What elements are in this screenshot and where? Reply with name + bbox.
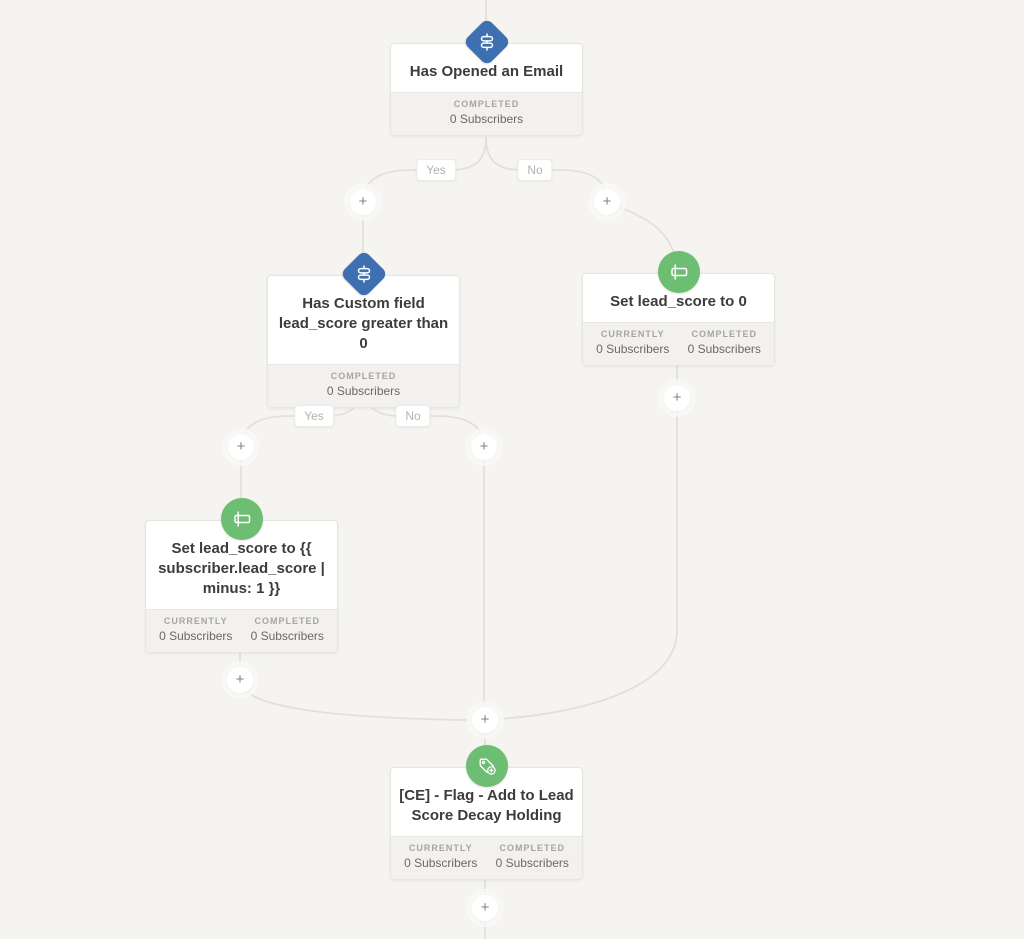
add-step-button[interactable]: + <box>471 434 497 460</box>
branch-label-yes: Yes <box>294 405 334 427</box>
stat-label: COMPLETED <box>330 371 397 381</box>
connector-path <box>499 365 678 720</box>
stat-completed: COMPLETED 0 Subscribers <box>679 329 771 357</box>
node-title: Set lead_score to {{ subscriber.lead_sco… <box>158 540 325 597</box>
add-step-button[interactable]: + <box>472 895 498 921</box>
stat-label: COMPLETED <box>254 616 320 626</box>
stat-currently: CURRENTLY 0 Subscribers <box>150 616 242 644</box>
branch-label-no: No <box>395 405 431 427</box>
connector-path <box>485 137 608 204</box>
node-stats: CURRENTLY 0 Subscribers COMPLETED 0 Subs… <box>583 322 774 365</box>
node-stats: COMPLETED 0 Subscribers <box>268 364 459 407</box>
node-title: Has Custom field lead_score greater than… <box>278 295 449 352</box>
connector-path <box>362 137 487 204</box>
branch-label-no: No <box>517 159 553 181</box>
stat-value: 0 Subscribers <box>326 384 401 398</box>
node-set-lead-score-minus-1[interactable]: Set lead_score to {{ subscriber.lead_sco… <box>145 498 338 653</box>
node-set-lead-score-to-0[interactable]: Set lead_score to 0 CURRENTLY 0 Subscrib… <box>582 251 775 366</box>
add-tag-icon <box>465 745 508 787</box>
node-title: [CE] - Flag - Add to Lead Score Decay Ho… <box>399 787 574 824</box>
stat-value: 0 Subscribers <box>449 112 524 126</box>
stat-value: 0 Subscribers <box>404 856 478 870</box>
stat-value: 0 Subscribers <box>687 342 761 356</box>
node-has-opened-an-email[interactable]: Has Opened an Email COMPLETED 0 Subscrib… <box>390 17 583 136</box>
node-has-custom-field-lead-score[interactable]: Has Custom field lead_score greater than… <box>267 249 460 408</box>
node-title: Has Opened an Email <box>409 63 564 80</box>
stat-label: CURRENTLY <box>408 843 473 853</box>
stat-completed: COMPLETED 0 Subscribers <box>487 843 579 871</box>
add-step-button[interactable]: + <box>664 385 690 411</box>
stat-label: CURRENTLY <box>600 329 665 339</box>
add-step-button[interactable]: + <box>227 667 253 693</box>
stat-value: 0 Subscribers <box>596 342 670 356</box>
stat-completed: COMPLETED 0 Subscribers <box>395 99 578 127</box>
stat-currently: CURRENTLY 0 Subscribers <box>587 329 679 357</box>
node-stats: COMPLETED 0 Subscribers <box>391 92 582 135</box>
stat-value: 0 Subscribers <box>250 629 324 643</box>
node-title: Set lead_score to 0 <box>610 293 747 310</box>
node-stats: CURRENTLY 0 Subscribers COMPLETED 0 Subs… <box>391 836 582 879</box>
add-step-button[interactable]: + <box>228 434 254 460</box>
stat-label: COMPLETED <box>499 843 565 853</box>
stat-completed: COMPLETED 0 Subscribers <box>242 616 334 644</box>
stat-value: 0 Subscribers <box>495 856 569 870</box>
stat-value: 0 Subscribers <box>159 629 233 643</box>
stat-label: COMPLETED <box>691 329 757 339</box>
node-ce-flag-add-to-lead-score-decay-holding[interactable]: [CE] - Flag - Add to Lead Score Decay Ho… <box>390 745 583 880</box>
set-field-icon <box>657 251 700 293</box>
stat-completed: COMPLETED 0 Subscribers <box>272 371 455 399</box>
set-field-icon <box>220 498 263 540</box>
add-step-button[interactable]: + <box>350 189 376 215</box>
stat-label: CURRENTLY <box>163 616 228 626</box>
connector-path <box>239 679 469 721</box>
add-step-button[interactable]: + <box>594 189 620 215</box>
branch-label-yes: Yes <box>416 159 456 181</box>
condition-icon <box>338 248 390 300</box>
add-step-button[interactable]: + <box>472 707 498 733</box>
node-stats: CURRENTLY 0 Subscribers COMPLETED 0 Subs… <box>146 609 337 652</box>
condition-icon <box>461 16 513 68</box>
stat-label: COMPLETED <box>453 99 520 109</box>
stat-currently: CURRENTLY 0 Subscribers <box>395 843 487 871</box>
